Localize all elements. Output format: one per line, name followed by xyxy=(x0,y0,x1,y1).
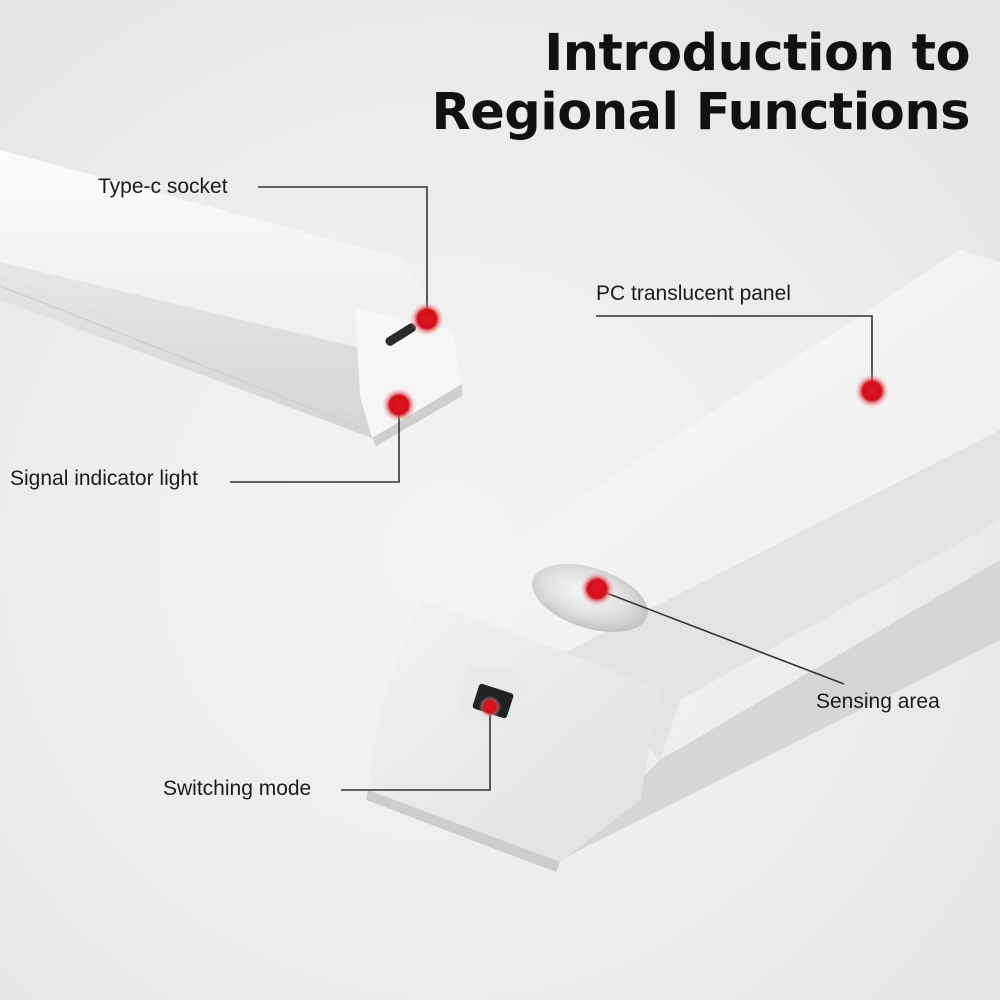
leader-signal xyxy=(230,405,400,483)
lower-light-bar xyxy=(366,250,1000,872)
label-sensing-area: Sensing area xyxy=(816,690,940,713)
marker-switch xyxy=(479,696,501,718)
marker-panel xyxy=(855,374,889,408)
callout-markers xyxy=(382,302,889,718)
upper-light-bar xyxy=(0,150,462,446)
leader-lines xyxy=(230,186,873,791)
page-title: Introduction to Regional Functions xyxy=(431,24,970,142)
label-signal-indicator-light: Signal indicator light xyxy=(10,467,198,490)
marker-signal xyxy=(382,388,416,422)
label-type-c-socket: Type-c socket xyxy=(98,175,228,198)
type-c-port-icon xyxy=(385,323,417,346)
leader-sensing xyxy=(595,588,845,685)
leader-panel xyxy=(596,315,873,391)
label-switching-mode: Switching mode xyxy=(163,777,312,800)
marker-sensing xyxy=(580,572,614,606)
marker-type-c xyxy=(410,302,444,336)
leader-switch xyxy=(341,707,491,791)
label-pc-translucent-panel: PC translucent panel xyxy=(596,282,791,305)
title-line-1: Introduction to xyxy=(544,24,970,83)
leader-type-c xyxy=(258,186,428,319)
title-line-2: Regional Functions xyxy=(431,83,970,142)
